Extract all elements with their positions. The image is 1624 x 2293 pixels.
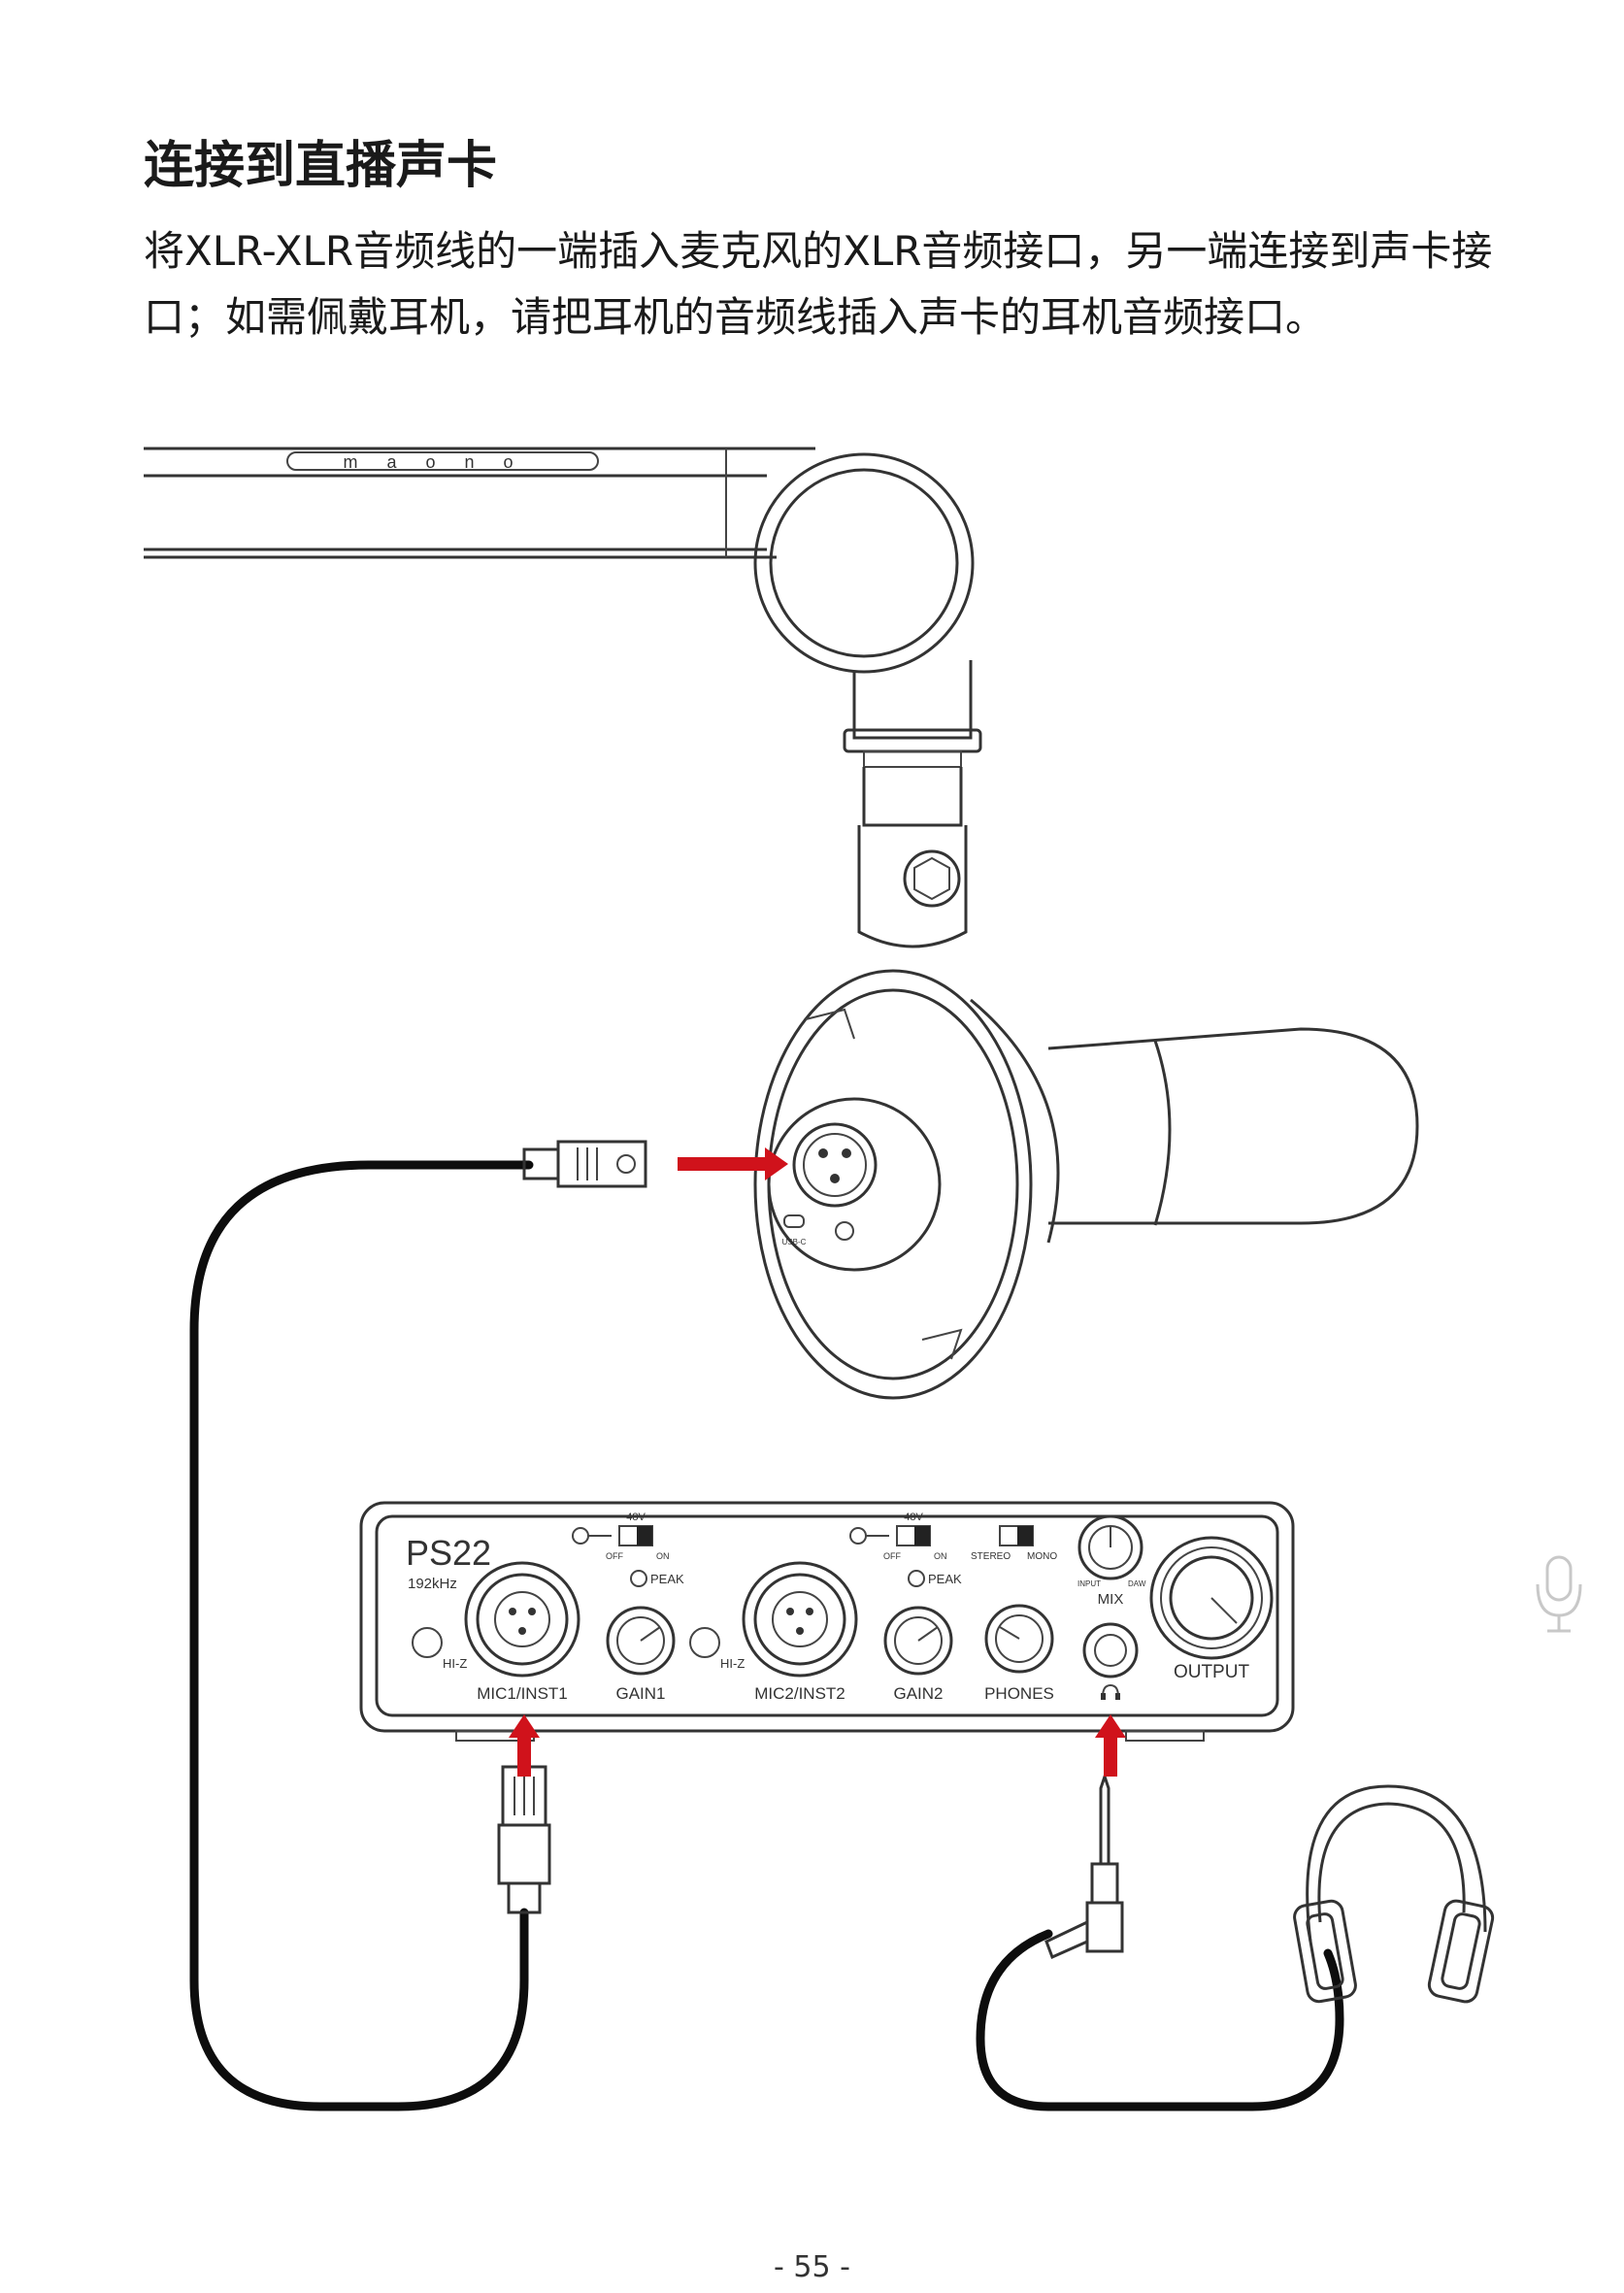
interface-model: PS22 [406,1533,491,1573]
mix-daw-label: DAW [1128,1579,1146,1588]
intro-paragraph: 将XLR-XLR音频线的一端插入麦克风的XLR音频接口，另一端连接到声卡接口；如… [144,227,1493,341]
page-number: - 55 - [774,2250,850,2284]
page-title: 连接到直播声卡 [144,137,498,195]
mic2-inst2-combo-jack[interactable] [742,1561,858,1678]
ch1-peak-label: PEAK [650,1572,684,1586]
channel-2: HI-Z MIC2/INST2 48V OFF ON PEAK GAIN2 [689,1512,962,1703]
audio-interface: PS22 192kHz HI-Z MIC1/INST1 48V OFF ON P… [359,1501,1295,1742]
usb-c-label: USB-C [782,1238,807,1246]
microphone: USB-C [753,969,1419,1400]
ch2-on-label: ON [934,1551,947,1561]
arm-brand-text: maono [343,452,542,472]
mix-input-label: INPUT [1077,1579,1101,1588]
arrow-to-mic1-input [509,1714,540,1777]
mic1-inst1-combo-jack[interactable] [464,1561,580,1678]
headphones [1293,1784,1495,2004]
microphone-icon [1536,1555,1582,1633]
phones-knob[interactable] [984,1604,1054,1674]
mono-label: MONO [1027,1551,1057,1562]
phones-label: PHONES [984,1684,1054,1703]
headphone-cable [976,1929,1344,2111]
ch1-phantom-label: 48V [626,1512,646,1523]
arrow-to-mic [678,1147,788,1180]
interface-sample-rate: 192kHz [408,1576,457,1592]
output-knob[interactable] [1149,1536,1274,1660]
ch2-peak-label: PEAK [928,1572,962,1586]
ch2-phantom-label: 48V [904,1512,923,1523]
xlr-male-connector [497,1765,551,1914]
channel-1: HI-Z MIC1/INST1 48V OFF ON PEAK GAIN1 [412,1512,684,1703]
ch2-off-label: OFF [883,1551,901,1561]
headphone-icon [1101,1683,1120,1700]
ch1-off-label: OFF [606,1551,623,1561]
boom-arm: maono [144,447,982,948]
gain2-knob[interactable] [883,1606,953,1676]
mix-knob[interactable] [1077,1514,1143,1580]
stereo-label: STEREO [971,1551,1011,1562]
headphone-output-jack[interactable] [1082,1622,1139,1678]
connection-illustration: maono USB-C [144,447,1582,2111]
xlr-cable [189,1160,534,2111]
gain1-label: GAIN1 [615,1684,665,1703]
ch1-hiz-label: HI-Z [443,1656,467,1671]
ch2-hiz-label: HI-Z [720,1656,745,1671]
ch2-input-label: MIC2/INST2 [754,1684,845,1703]
xlr-female-connector [522,1140,647,1188]
gain2-label: GAIN2 [893,1684,943,1703]
output-label: OUTPUT [1174,1662,1250,1682]
ch1-on-label: ON [656,1551,670,1561]
mix-label: MIX [1098,1591,1124,1608]
gain1-knob[interactable] [606,1606,676,1676]
ch1-input-label: MIC1/INST1 [477,1684,568,1703]
arrow-to-headphone-jack [1095,1714,1126,1777]
headphone-plug [1044,1772,1124,1960]
